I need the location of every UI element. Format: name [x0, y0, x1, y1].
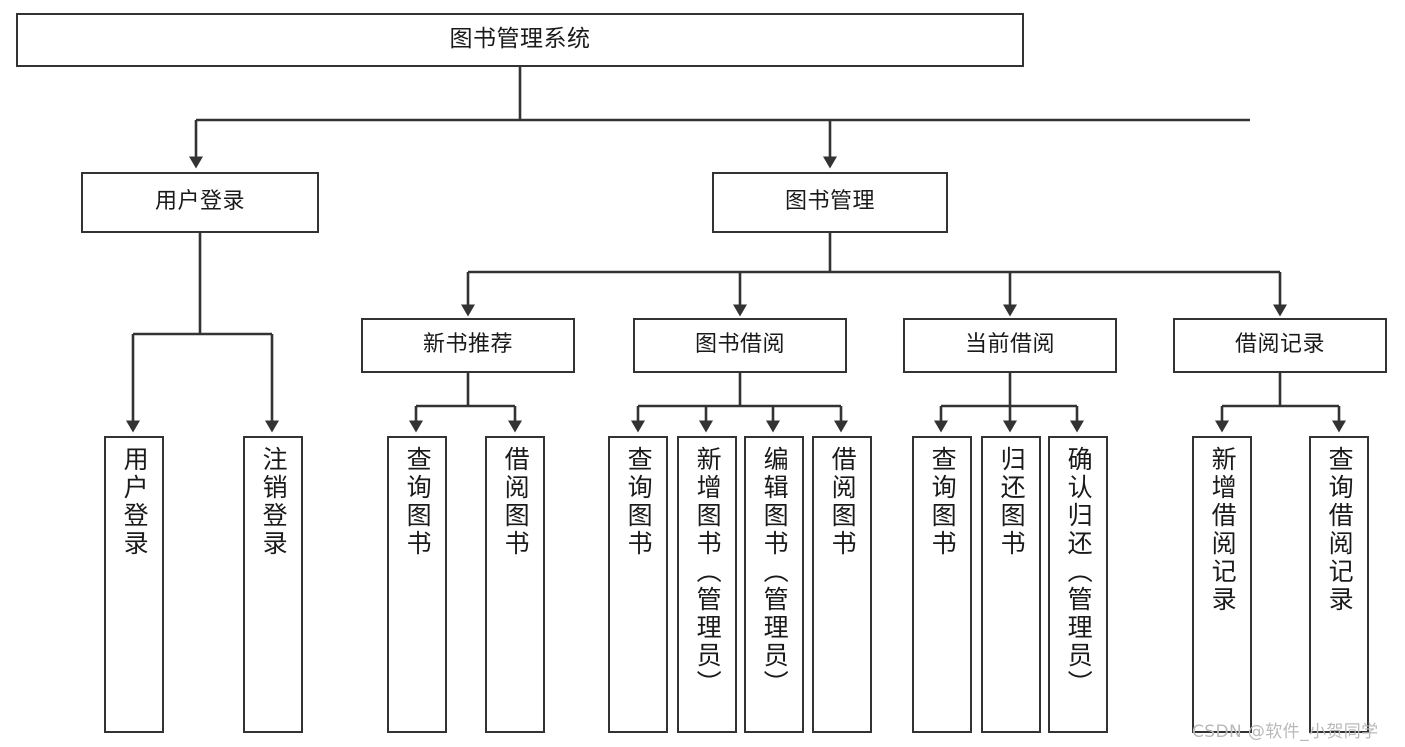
node-label: 归还图书 [997, 446, 1027, 558]
node-label: 注销登录 [259, 446, 289, 558]
node-leaf-borrow-book-recommendation[interactable]: 借阅图书 [485, 436, 545, 733]
node-leaf-return-book[interactable]: 归还图书 [981, 436, 1041, 733]
node-book-management[interactable]: 图书管理 [712, 172, 948, 233]
node-label: 查询图书 [403, 446, 433, 558]
node-leaf-query-book-current[interactable]: 查询图书 [912, 436, 972, 733]
watermark-text: CSDN @软件_小贺同学 [1192, 722, 1379, 742]
node-label: 借阅图书 [828, 446, 858, 558]
node-label: 用户登录 [154, 189, 245, 215]
node-leaf-user-login[interactable]: 用户登录 [104, 436, 164, 733]
node-leaf-logout[interactable]: 注销登录 [243, 436, 303, 733]
node-book-borrowing[interactable]: 图书借阅 [633, 318, 847, 373]
node-label: 图书管理 [784, 189, 875, 215]
node-new-book-recommendation[interactable]: 新书推荐 [361, 318, 575, 373]
node-leaf-query-book-recommendation[interactable]: 查询图书 [387, 436, 447, 733]
node-label: 查询图书 [928, 446, 958, 558]
node-leaf-borrow-book-borrowing[interactable]: 借阅图书 [812, 436, 872, 733]
node-label: 借阅图书 [501, 446, 531, 558]
node-label: 新书推荐 [422, 332, 513, 358]
node-label: 编辑图书（管理员） [760, 446, 790, 698]
node-label: 查询图书 [624, 446, 654, 558]
node-leaf-query-borrow-record[interactable]: 查询借阅记录 [1309, 436, 1369, 733]
node-user-login[interactable]: 用户登录 [81, 172, 319, 233]
node-label: 借阅记录 [1234, 332, 1325, 358]
node-label: 图书管理系统 [449, 26, 591, 53]
node-label: 图书借阅 [694, 332, 785, 358]
node-label: 新增图书（管理员） [693, 446, 723, 698]
node-leaf-edit-book-admin[interactable]: 编辑图书（管理员） [744, 436, 804, 733]
node-root-book-management-system[interactable]: 图书管理系统 [16, 13, 1024, 67]
node-leaf-query-book-borrowing[interactable]: 查询图书 [608, 436, 668, 733]
csdn-watermark: CSDN @软件_小贺同学 [1192, 717, 1379, 742]
node-label: 确认归还（管理员） [1064, 446, 1094, 698]
node-leaf-add-book-admin[interactable]: 新增图书（管理员） [677, 436, 737, 733]
node-label: 查询借阅记录 [1325, 446, 1355, 614]
node-label: 新增借阅记录 [1208, 446, 1238, 614]
node-leaf-add-borrow-record[interactable]: 新增借阅记录 [1192, 436, 1252, 733]
node-label: 用户登录 [120, 446, 150, 558]
node-label: 当前借阅 [964, 332, 1055, 358]
node-borrowing-records[interactable]: 借阅记录 [1173, 318, 1387, 373]
node-current-borrowing[interactable]: 当前借阅 [903, 318, 1117, 373]
node-leaf-confirm-return-admin[interactable]: 确认归还（管理员） [1048, 436, 1108, 733]
